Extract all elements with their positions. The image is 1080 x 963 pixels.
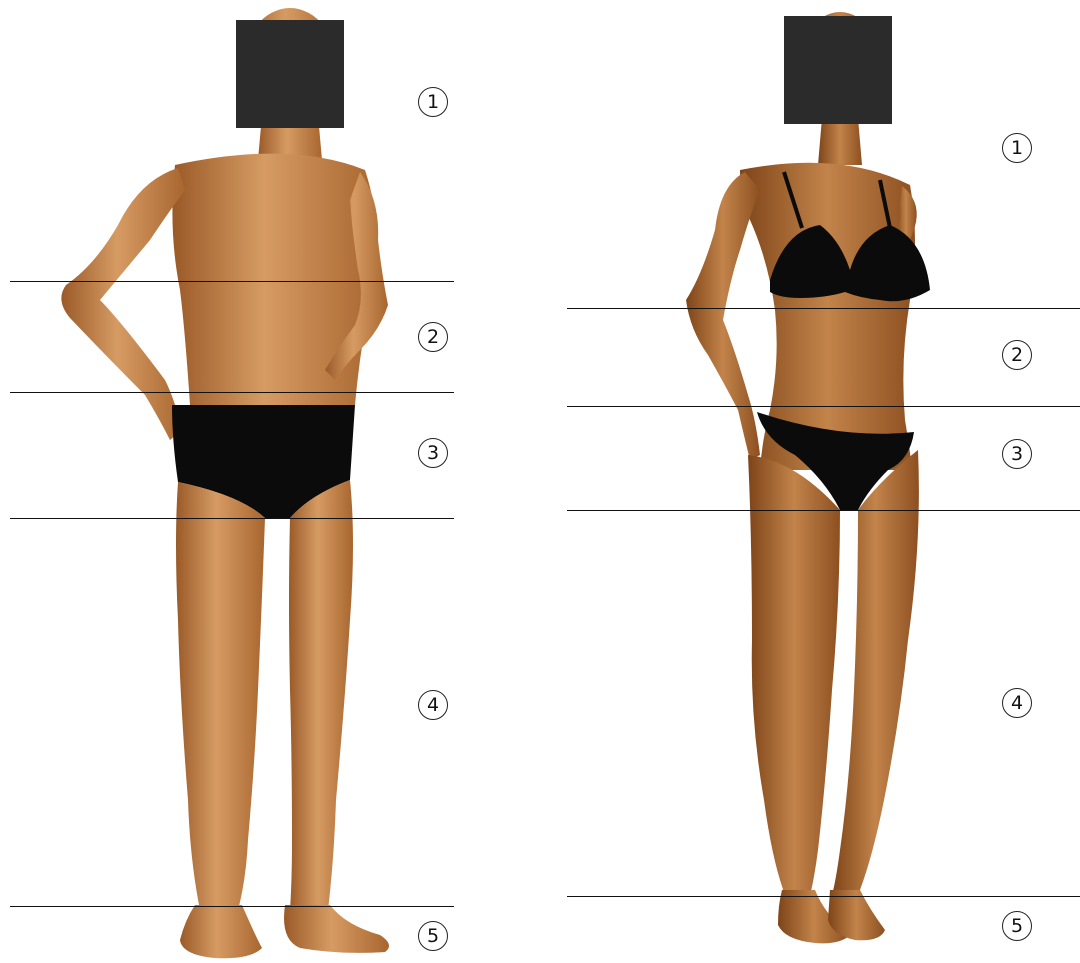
zone-label-3: 3: [418, 438, 448, 468]
zone-label-3: 3: [1002, 439, 1032, 469]
zone-label-5: 5: [1002, 911, 1032, 941]
boundary-line-4-5: [567, 896, 1080, 897]
zone-label-2: 2: [1002, 340, 1032, 370]
zone-label-4: 4: [1002, 688, 1032, 718]
male-body-illustration: [0, 0, 540, 963]
boundary-line-1-2: [567, 308, 1080, 309]
zone-label-4: 4: [418, 690, 448, 720]
face-censor-block: [784, 16, 892, 124]
female-body-illustration: [540, 0, 1080, 963]
zone-label-2: 2: [418, 322, 448, 352]
boundary-line-3-4: [10, 518, 454, 519]
zone-label-1: 1: [418, 87, 448, 117]
face-censor-block: [236, 20, 344, 128]
zone-label-1: 1: [1002, 133, 1032, 163]
boundary-line-1-2: [10, 281, 454, 282]
boundary-line-3-4: [567, 510, 1080, 511]
boundary-line-2-3: [10, 392, 454, 393]
male-figure-panel: 1 2 3 4 5: [0, 0, 540, 963]
boundary-line-4-5: [10, 906, 454, 907]
boundary-line-2-3: [567, 406, 1080, 407]
female-figure-panel: 1 2 3 4 5: [540, 0, 1080, 963]
zone-label-5: 5: [418, 921, 448, 951]
